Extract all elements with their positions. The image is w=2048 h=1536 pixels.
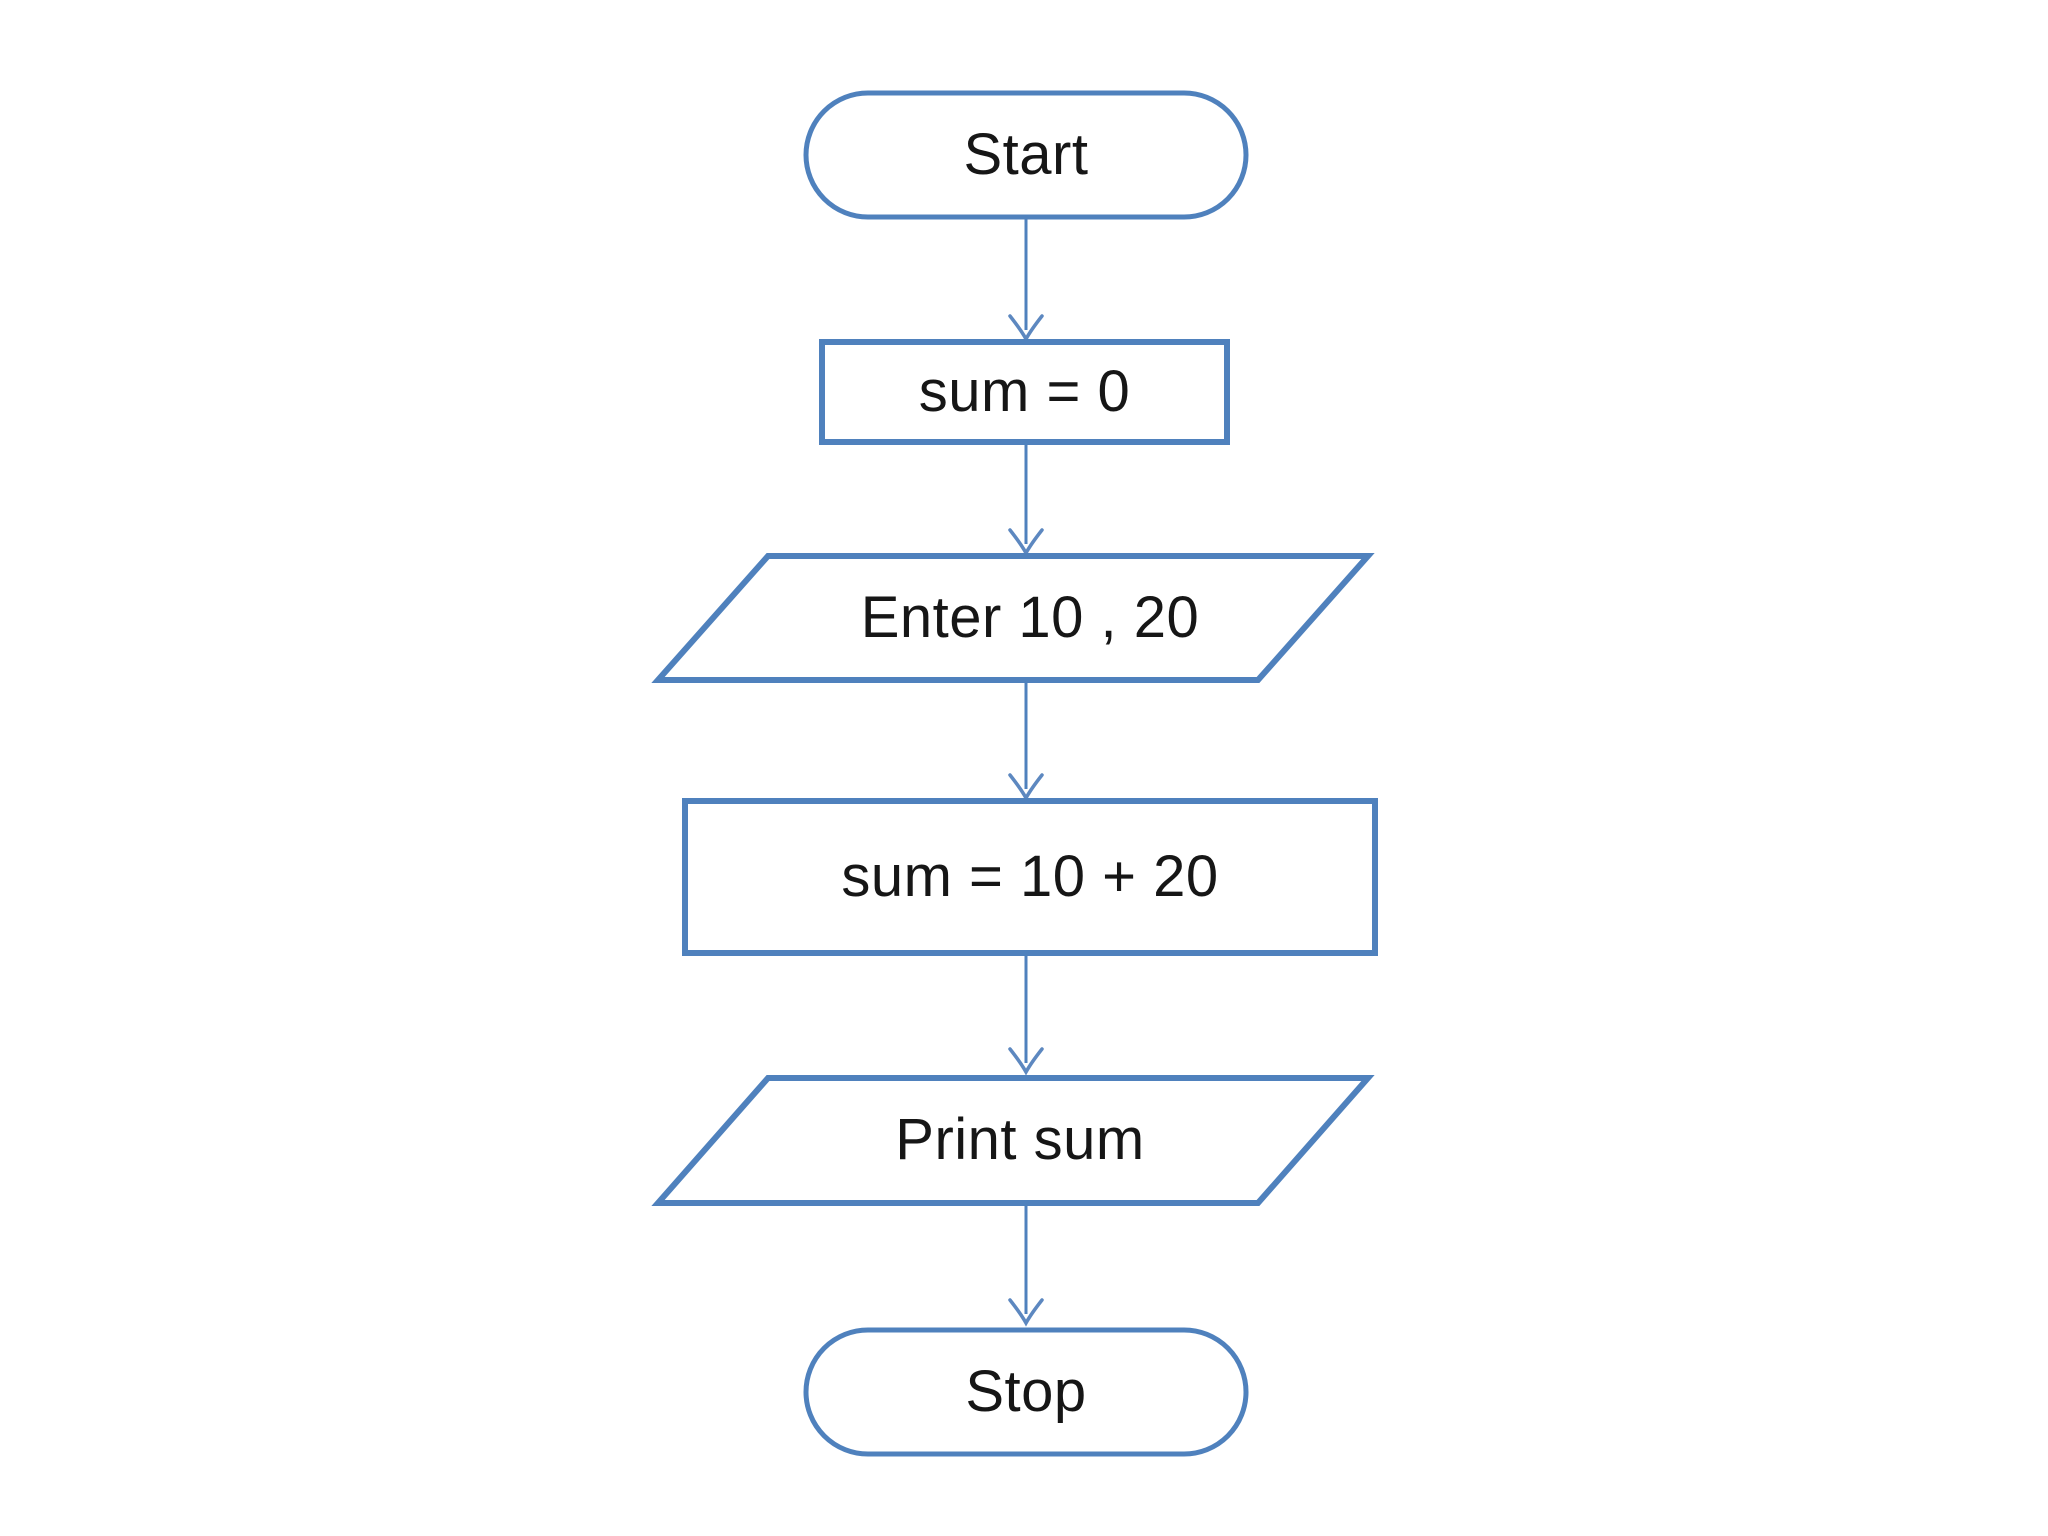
start-node-label: Start <box>963 122 1089 187</box>
compute-process-shape <box>682 798 1378 956</box>
stop-node-label: Stop <box>965 1359 1087 1424</box>
output-node-label: Print sum <box>895 1107 1145 1172</box>
init-process-shape <box>819 339 1230 445</box>
stop-terminator-shape <box>803 1327 1249 1457</box>
compute-node-label: sum = 10 + 20 <box>841 844 1219 909</box>
input-node-label: Enter 10 , 20 <box>860 585 1200 650</box>
input-parallelogram-shape <box>651 553 1375 683</box>
arrowhead-icon <box>1008 1047 1044 1076</box>
init-node-label: sum = 0 <box>918 359 1131 424</box>
start-terminator-shape <box>803 90 1249 220</box>
arrowhead-icon <box>1008 1298 1044 1327</box>
output-parallelogram-shape <box>651 1075 1375 1206</box>
